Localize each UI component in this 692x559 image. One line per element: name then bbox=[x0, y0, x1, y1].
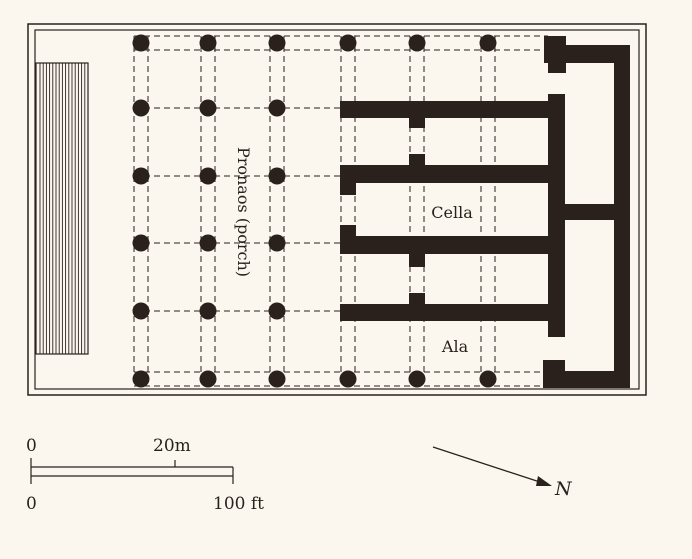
column bbox=[199, 34, 217, 52]
dashed-grid bbox=[133, 35, 548, 387]
wall-3 bbox=[340, 236, 550, 254]
column bbox=[199, 167, 217, 185]
wall-4 bbox=[340, 304, 550, 321]
column bbox=[199, 234, 217, 252]
corner-bottom bbox=[543, 360, 565, 388]
north-arrow-head bbox=[536, 476, 552, 486]
rear-wall bbox=[548, 94, 565, 337]
north-arrow: N bbox=[432, 446, 573, 500]
corner-top-stub bbox=[548, 63, 566, 73]
columns bbox=[132, 34, 497, 388]
column bbox=[268, 99, 286, 117]
column bbox=[479, 370, 497, 388]
column bbox=[132, 234, 150, 252]
outer-border bbox=[27, 23, 647, 396]
column bbox=[199, 370, 217, 388]
column bbox=[199, 302, 217, 320]
anta-3-bottom bbox=[340, 225, 356, 254]
column bbox=[199, 99, 217, 117]
column bbox=[132, 99, 150, 117]
scale-bar: 0 20m 0 100 ft bbox=[26, 436, 264, 514]
column bbox=[268, 34, 286, 52]
column bbox=[268, 167, 286, 185]
column bbox=[408, 34, 426, 52]
north-arrow-label: N bbox=[554, 478, 573, 500]
column bbox=[132, 302, 150, 320]
stub-3 bbox=[409, 253, 425, 267]
corner-top bbox=[544, 36, 566, 63]
pronaos-label: Pronaos (porch) bbox=[234, 147, 253, 277]
cella-walls bbox=[340, 36, 630, 388]
column bbox=[268, 370, 286, 388]
column bbox=[132, 167, 150, 185]
back-frame-right bbox=[614, 45, 630, 388]
wall-1 bbox=[340, 101, 550, 118]
scale-imperial-mark: 100 ft bbox=[213, 494, 264, 514]
column bbox=[268, 302, 286, 320]
wall-2 bbox=[340, 165, 550, 183]
ala-label: Ala bbox=[441, 337, 469, 356]
scale-metric-mark: 20m bbox=[153, 436, 191, 456]
stub-2 bbox=[409, 154, 425, 166]
stub-4 bbox=[409, 293, 425, 305]
north-arrow-shaft bbox=[432, 446, 547, 485]
anta-2-top bbox=[340, 165, 356, 195]
steps-outline bbox=[35, 62, 89, 355]
inner-border bbox=[34, 29, 640, 390]
cella-label: Cella bbox=[431, 203, 473, 222]
scale-imperial-zero: 0 bbox=[26, 494, 37, 514]
column bbox=[479, 34, 497, 52]
column bbox=[408, 370, 426, 388]
scale-metric-zero: 0 bbox=[26, 436, 37, 456]
column bbox=[132, 370, 150, 388]
column bbox=[268, 234, 286, 252]
steps-hatching bbox=[39, 63, 86, 354]
back-frame-middle bbox=[565, 204, 615, 220]
column bbox=[132, 34, 150, 52]
stub-1 bbox=[409, 116, 425, 128]
back-frame-top bbox=[548, 45, 630, 63]
column bbox=[339, 34, 357, 52]
column bbox=[339, 370, 357, 388]
